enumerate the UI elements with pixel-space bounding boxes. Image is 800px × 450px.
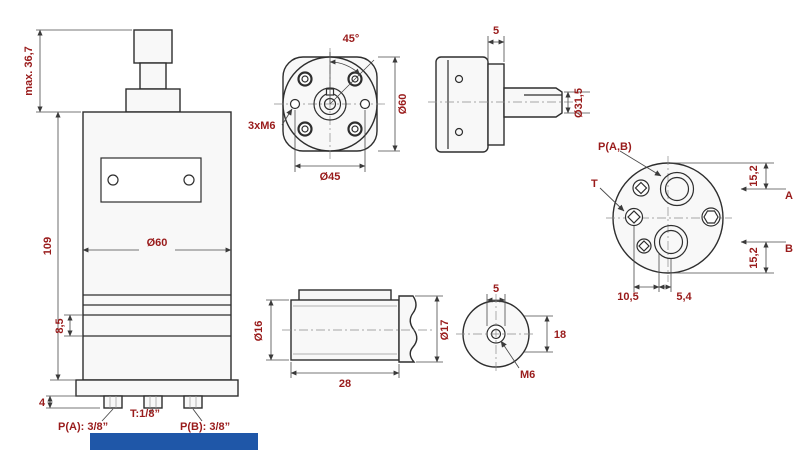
fitting-dimensions: Ø16 28 Ø17	[253, 295, 451, 390]
nut-view: 5 18 M6	[456, 283, 566, 381]
label-a-axis: A	[785, 190, 793, 202]
front-view-outline	[75, 29, 239, 409]
dim-nut-height: 18	[554, 329, 566, 341]
side-view-outline	[428, 56, 576, 153]
dim-fitting-length: 28	[339, 378, 351, 390]
dim-offset-bottom: 15,2	[748, 247, 760, 268]
label-port-b: P(B): 3/8”	[180, 421, 230, 433]
dim-spacing-right: 5,4	[676, 291, 692, 303]
front-view: max. 36,7 109 8,5 4 Ø60 P(A): 3/8” T:1/8…	[23, 29, 239, 433]
dim-plate-thickness: 5	[493, 25, 499, 37]
footer-banner	[90, 433, 258, 450]
label-pab-ports: P(A,B)	[598, 141, 632, 153]
dim-bolt-angle: 45°	[343, 33, 360, 45]
flange-view-dimensions: 45° 3xM6 Ø45 Ø60	[248, 33, 409, 183]
dim-nut-hole: 5	[493, 283, 499, 295]
nut-outline	[456, 294, 536, 374]
dim-fitting-dia-left: Ø16	[253, 321, 265, 342]
nut-dimensions: 5 18 M6	[486, 283, 566, 381]
dim-shaft-height: max. 36,7	[23, 46, 35, 96]
dim-offset-top: 15,2	[748, 165, 760, 186]
label-port-t: T:1/8”	[130, 408, 160, 420]
front-view-dimensions: max. 36,7 109 8,5 4 Ø60 P(A): 3/8” T:1/8…	[23, 29, 232, 433]
fitting-outline	[282, 289, 432, 363]
side-view-dimensions: 5 Ø31,5	[487, 25, 590, 118]
dim-spacing-left: 10,5	[617, 291, 638, 303]
dim-shaft-diameter: Ø31,5	[573, 88, 585, 118]
side-view: 5 Ø31,5	[428, 25, 590, 153]
dim-body-diameter: Ø60	[147, 237, 168, 249]
port-face-view: P(A,B) T A B 15,2 15,2 10,5 5,4	[591, 141, 793, 303]
dim-flange-outer: Ø60	[397, 94, 409, 115]
port-face-outline	[606, 156, 732, 282]
dim-stud: 4	[39, 397, 46, 409]
dim-bolt-circle: Ø45	[320, 171, 341, 183]
label-port-a: P(A): 3/8”	[58, 421, 108, 433]
dim-fitting-dia-right: Ø17	[439, 320, 451, 341]
label-b-axis: B	[785, 243, 793, 255]
flange-view: 45° 3xM6 Ø45 Ø60	[248, 33, 409, 183]
dim-body-height: 109	[42, 237, 54, 255]
fitting-view: Ø16 28 Ø17	[253, 289, 451, 390]
label-t-port: T	[591, 178, 598, 190]
dim-groove: 8,5	[54, 318, 66, 333]
port-face-dimensions: P(A,B) T A B 15,2 15,2 10,5 5,4	[591, 141, 793, 303]
dim-bolt-count: 3xM6	[248, 120, 276, 132]
dim-nut-thread: M6	[520, 369, 535, 381]
